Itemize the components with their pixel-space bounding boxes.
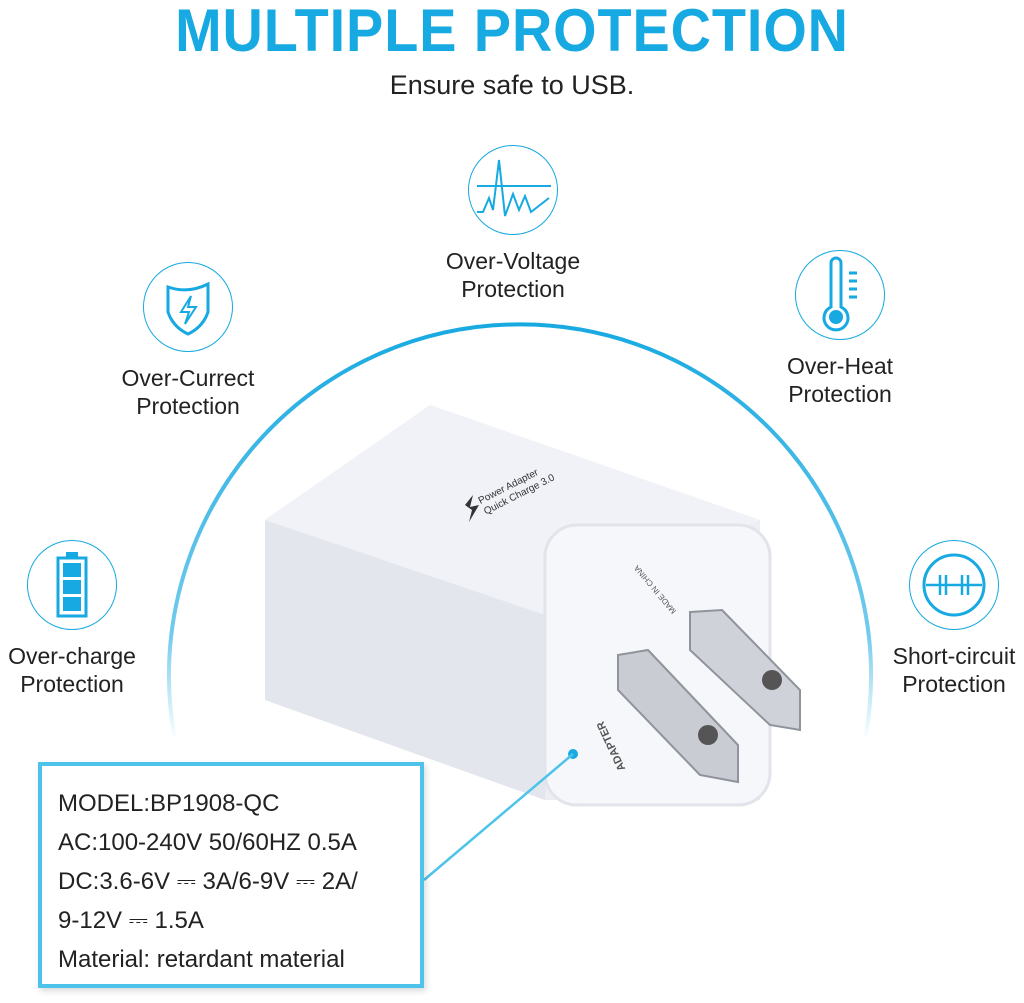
spec-material: Material: retardant material [58, 946, 345, 973]
feature-label: Over-Heat [786, 353, 894, 379]
callout-line [423, 753, 574, 881]
charger-image [265, 405, 801, 807]
battery-icon [27, 540, 117, 630]
spec-ac: AC:100-240V 50/60HZ 0.5A [58, 829, 357, 856]
feature-label: Short-circuit [892, 643, 1016, 669]
feature-label: Protection [788, 381, 892, 407]
spec-box: MODEL:BP1908-QC AC:100-240V 50/60HZ 0.5A… [38, 762, 424, 988]
short-circuit-icon [909, 540, 999, 630]
spec-dc-2: 9-12V ⎓ 1.5A [58, 907, 204, 934]
shield-lightning-icon [143, 262, 233, 352]
feature-label: Protection [902, 671, 1006, 697]
feature-label: Protection [136, 393, 240, 419]
feature-label: Over-Voltage [445, 248, 581, 274]
feature-label: Protection [20, 671, 124, 697]
thermometer-icon [795, 250, 885, 340]
spec-model: MODEL:BP1908-QC [58, 790, 280, 817]
subtitle: Ensure safe to USB. [389, 70, 635, 100]
feature-label: Over-charge [8, 643, 136, 669]
voltage-wave-icon [468, 145, 558, 235]
feature-label: Over-Currect [121, 365, 255, 391]
spec-dc: DC:3.6-6V ⎓ 3A/6-9V ⎓ 2A/ [58, 868, 358, 895]
feature-label: Protection [461, 276, 565, 302]
page-title: MULTIPLE PROTECTION [175, 0, 849, 64]
